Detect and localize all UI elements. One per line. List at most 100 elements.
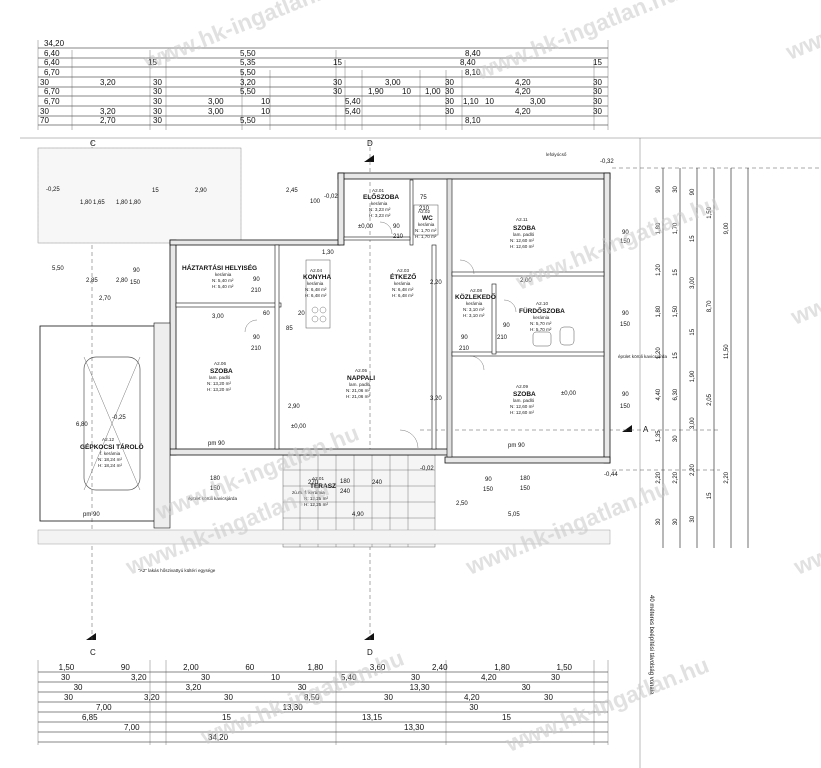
dim-top: 3,00 xyxy=(385,78,401,87)
room-szoba-1: A2.06 SZOBA lam. padló N: 13,20 m² H: 13… xyxy=(207,361,233,392)
room-etkezo: A2.03 ÉTKEZŐ kerámia N: 6,48 m² H: 6,48 … xyxy=(390,268,416,298)
dim-top: 30 xyxy=(153,97,162,106)
dim-right-col1: 1,35 xyxy=(656,430,662,442)
svg-text:ELŐSZOBA: ELŐSZOBA xyxy=(363,192,399,201)
section-d-bottom: D xyxy=(367,648,373,657)
svg-text:N: 1,70 m²: N: 1,70 m² xyxy=(415,228,437,233)
svg-text:lam. padló: lam. padló xyxy=(513,398,535,403)
svg-text:2,70: 2,70 xyxy=(99,296,111,302)
svg-text:5,50: 5,50 xyxy=(52,266,64,272)
dim-right-col3: 2,20 xyxy=(690,464,696,476)
opening-dims: 90 210 90 210 90 210 90 150 90 150 90 15… xyxy=(83,195,631,518)
dim-right-col5: 2,20 xyxy=(724,471,730,483)
room-szoba-3: A2.11 SZOBA lam. padló N: 12,60 m² H: 12… xyxy=(510,217,536,249)
svg-text:kerámia: kerámia xyxy=(466,301,483,306)
svg-text:240: 240 xyxy=(372,480,383,486)
dim-right-col4: 8,70 xyxy=(707,300,713,312)
svg-text:A2.10: A2.10 xyxy=(536,301,548,306)
svg-text:A2.01: A2.01 xyxy=(372,188,384,193)
svg-text:N: 12,60 m²: N: 12,60 m² xyxy=(510,238,534,243)
svg-text:WC: WC xyxy=(422,215,433,222)
svg-text:TERASZ: TERASZ xyxy=(310,483,336,490)
svg-text:N: 6,48 m²: N: 6,48 m² xyxy=(305,287,327,292)
svg-text:zú.m. f. kerámia: zú.m. f. kerámia xyxy=(292,490,325,495)
section-a: A xyxy=(643,425,649,434)
dim-bottom-row4: 30 xyxy=(64,693,73,702)
svg-text:www.hk-ingatlan.hu: www.hk-ingatlan.hu xyxy=(789,474,821,580)
dim-bottom-row1: 3,60 xyxy=(370,663,386,672)
dim-right-col4: 1,50 xyxy=(707,206,713,218)
svg-text:150: 150 xyxy=(620,239,631,245)
svg-text:pm 90: pm 90 xyxy=(83,512,100,518)
svg-text:H: 6,48 m²: H: 6,48 m² xyxy=(392,293,414,298)
dim-top: 6,40 xyxy=(44,49,60,58)
svg-text:www.hk-ingatlan.hu: www.hk-ingatlan.hu xyxy=(501,651,712,757)
note-walkway-left: épület körüli kavicsjárda xyxy=(188,496,237,501)
dim-top: 30 xyxy=(40,78,49,87)
dim-top: 6,70 xyxy=(44,87,60,96)
dim-top: 5,50 xyxy=(240,49,256,58)
dim-right-col4: 15 xyxy=(707,492,713,499)
dim-bottom-row6: 6,85 xyxy=(82,713,98,722)
dim-right-col5: 9,00 xyxy=(724,222,730,234)
svg-text:90: 90 xyxy=(485,477,492,483)
svg-text:N: 3,23 m²: N: 3,23 m² xyxy=(369,207,391,212)
level-terrace: -0,02 xyxy=(420,466,434,472)
dim-bottom-row7: 13,30 xyxy=(404,723,425,732)
dim-bottom-row2: 4,20 xyxy=(481,673,497,682)
dim-bottom-row8: 34,20 xyxy=(208,733,229,742)
svg-text:90: 90 xyxy=(622,392,629,398)
dim-right-col1: 1,20 xyxy=(656,264,662,276)
svg-text:90: 90 xyxy=(503,323,510,329)
svg-text:KONYHA: KONYHA xyxy=(303,274,331,281)
level-living: ±0,00 xyxy=(291,424,307,430)
svg-text:H: 5,40 m²: H: 5,40 m² xyxy=(212,284,234,289)
svg-text:SZOBA: SZOBA xyxy=(513,225,536,232)
dim-top: 1,10 xyxy=(463,97,479,106)
svg-text:90: 90 xyxy=(253,335,260,341)
dim-right-col5: 11,50 xyxy=(724,344,730,359)
building-walls xyxy=(39,172,611,529)
dim-top: 5,50 xyxy=(240,87,256,96)
dim-top: 3,00 xyxy=(208,97,224,106)
svg-text:lam. padló: lam. padló xyxy=(513,232,535,237)
dim-top: 8,10 xyxy=(465,116,481,125)
svg-text:1,80: 1,80 xyxy=(129,200,141,206)
svg-text:90: 90 xyxy=(253,277,260,283)
svg-text:180: 180 xyxy=(210,476,221,482)
room-haztartasi: HÁZTARTÁSI HELYISÉG kerámia N: 5,40 m² H… xyxy=(182,263,257,289)
svg-text:H: 12,60 m²: H: 12,60 m² xyxy=(510,410,534,415)
dim-top: 30 xyxy=(153,116,162,125)
svg-text:N: 6,48 m²: N: 6,48 m² xyxy=(392,287,414,292)
svg-text:210: 210 xyxy=(459,346,470,352)
dim-top: 3,00 xyxy=(530,97,546,106)
dim-bottom-row2: 30 xyxy=(201,673,210,682)
dim-top: 30 xyxy=(593,97,602,106)
svg-text:H: 3,23 m²: H: 3,23 m² xyxy=(369,213,391,218)
note-heatpump: "A2" lakás hőszivattyú kültéri egysége xyxy=(138,568,216,573)
dim-bottom-row1: 1,50 xyxy=(59,663,75,672)
room-labels: A2.01 ELŐSZOBA kerámia N: 3,23 m² H: 3,2… xyxy=(80,188,565,507)
svg-text:lam. padló: lam. padló xyxy=(349,382,371,387)
svg-text:1,80: 1,80 xyxy=(116,200,128,206)
right-dimension-chains xyxy=(662,168,749,548)
dim-top: 15 xyxy=(148,58,157,67)
svg-text:kerámia: kerámia xyxy=(371,201,388,206)
svg-text:60: 60 xyxy=(263,311,270,317)
level-garage: -0,25 xyxy=(112,415,126,421)
dim-bottom-row6: 15 xyxy=(502,713,511,722)
dim-top: 70 xyxy=(40,116,49,125)
svg-text:H: 12,25 m²: H: 12,25 m² xyxy=(304,502,328,507)
dim-right-col3: 15 xyxy=(690,328,696,335)
svg-text:kerámia: kerámia xyxy=(215,272,232,277)
room-nappali: A2.05 NAPPALI lam. padló N: 21,06 m² H: … xyxy=(346,368,375,399)
svg-text:ÉTKEZŐ: ÉTKEZŐ xyxy=(390,272,416,281)
svg-text:150: 150 xyxy=(520,486,531,492)
level-marks: ±0,00 ±0,00 ±0,00 -0,25 -0,25 -0,32 -0,4… xyxy=(46,159,618,478)
svg-text:A2.03: A2.03 xyxy=(397,268,409,273)
room-terasz: A2.01 TERASZ zú.m. f. kerámia N: 12,25 m… xyxy=(292,476,336,507)
dim-right-col2: 1,70 xyxy=(673,222,679,234)
room-konyha: A2.04 KONYHA kerámia N: 6,48 m² H: 6,48 … xyxy=(303,268,331,298)
dim-top: 3,20 xyxy=(100,78,116,87)
